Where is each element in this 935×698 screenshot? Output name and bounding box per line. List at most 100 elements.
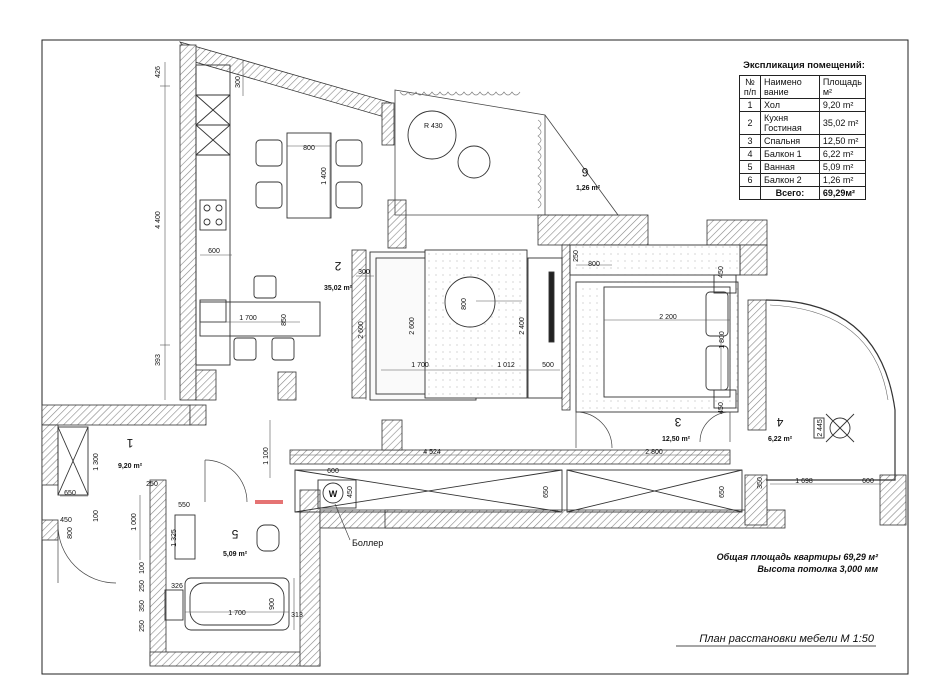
- heater-mark: [255, 500, 283, 504]
- room-4-number: 4: [776, 415, 783, 429]
- legend-name: Хол: [760, 98, 820, 112]
- room-5-number: 5: [231, 527, 238, 541]
- boiler-mark: W: [329, 489, 338, 499]
- dim-100b: 100: [139, 562, 146, 574]
- sheet-title: План расстановки мебели М 1:50: [699, 633, 875, 645]
- balcony-4-outline: [765, 299, 896, 481]
- boiler-leader: [334, 503, 351, 541]
- bath-sink: [174, 514, 196, 560]
- dimension-lines: [60, 60, 880, 630]
- dim-1800: 1 800: [719, 331, 726, 349]
- legend-total-spacer: [739, 186, 761, 200]
- legend-header-num: № п/п: [739, 75, 761, 99]
- legend-name: Балкон 1: [760, 147, 820, 161]
- room-3-number: 3: [674, 415, 681, 429]
- dim-450c: 450: [347, 486, 354, 498]
- legend-area: 5,09 m²: [818, 160, 867, 174]
- room-labels: 2 35,02 m² 3 12,50 m² 4 6,22 m² 6 1,26 m…: [118, 123, 793, 558]
- table-row: 2 Кухня Гостиная 35,02 m²: [739, 111, 867, 135]
- legend-total-label: Всего:: [760, 186, 820, 200]
- bar-counter: [199, 301, 321, 337]
- dining-chair: [255, 181, 283, 209]
- room-6-area: 1,26 m²: [576, 185, 601, 192]
- room-6-number: 6: [581, 165, 588, 179]
- curtain-balcony: [537, 119, 542, 209]
- bar-stool: [271, 337, 295, 361]
- radius-label: R 430: [424, 123, 443, 130]
- dim-650b: 650: [719, 486, 726, 498]
- legend-total-row: Всего: 69,29м²: [739, 186, 867, 200]
- room-5-area: 5,09 m²: [223, 551, 248, 558]
- dim-800d: 800: [67, 527, 74, 539]
- legend-name: Балкон 2: [760, 173, 820, 187]
- dim-800b: 800: [461, 298, 468, 310]
- legend-caption: Экспликация помещений:: [743, 60, 865, 71]
- kitchen-cabinets: [195, 64, 231, 366]
- dim-600a: 600: [208, 248, 220, 255]
- dim-4524: 4 524: [423, 449, 441, 456]
- bathtub: [184, 577, 290, 631]
- balcony-4-rail: [769, 304, 889, 401]
- dim-650c: 650: [64, 490, 76, 497]
- dim-100a: 100: [93, 510, 100, 522]
- dim-600c: 600: [862, 478, 874, 485]
- dim-300b: 300: [358, 269, 370, 276]
- dining-chair: [335, 181, 363, 209]
- dim-800c: 800: [588, 261, 600, 268]
- toilet: [256, 524, 280, 552]
- balcony-6-outline: [394, 89, 619, 216]
- dim-326: 326: [171, 583, 183, 590]
- dim-550: 550: [178, 502, 190, 509]
- dim-350: 350: [757, 477, 764, 489]
- dim-313: 313: [291, 612, 303, 619]
- tv: [548, 271, 555, 343]
- hall-wardrobe: [57, 426, 89, 496]
- dim-2800: 2 800: [645, 449, 663, 456]
- bar-stool: [253, 275, 277, 299]
- boiler-symbol: [322, 482, 344, 504]
- dim-393: 393: [155, 354, 162, 366]
- bed: [603, 286, 731, 398]
- dim-1700a: 1 700: [239, 315, 257, 322]
- room-4-area: 6,22 m²: [768, 436, 793, 443]
- dim-900: 900: [269, 598, 276, 610]
- rooms-legend: Экспликация помещений: № п/п Наимено ван…: [739, 60, 869, 200]
- dim-1300: 1 300: [93, 453, 100, 471]
- nightstand: [713, 389, 737, 409]
- nightstand: [713, 274, 737, 294]
- dim-250d: 250: [139, 620, 146, 632]
- dim-2600b: 2 600: [409, 317, 416, 335]
- curtain-living: [399, 91, 521, 96]
- legend-num: 6: [739, 173, 761, 187]
- legend-area: 12,50 m²: [818, 134, 867, 148]
- dim-1000: 1 000: [131, 513, 138, 531]
- dim-300a: 300: [235, 76, 242, 88]
- walls: [41, 41, 907, 667]
- room-1-number: 1: [126, 436, 133, 450]
- boiler-box: [317, 479, 357, 509]
- dim-500: 500: [542, 362, 554, 369]
- dim-850: 850: [281, 314, 288, 326]
- dim-250b: 250: [146, 481, 158, 488]
- sheet-frame: [41, 39, 909, 675]
- corridor-wardrobe: [294, 469, 563, 513]
- dining-chair: [255, 139, 283, 167]
- total-area-note: Общая площадь квартиры 69,29 м²: [717, 552, 879, 562]
- room-3-area: 12,50 m²: [662, 436, 691, 443]
- dim-650a: 650: [543, 486, 550, 498]
- room-2-area: 35,02 m²: [324, 285, 353, 292]
- dim-350b: 350: [139, 600, 146, 612]
- legend-area: 35,02 m²: [818, 111, 867, 135]
- dim-600b: 600: [327, 468, 339, 475]
- legend-name: Спальня: [760, 134, 820, 148]
- balcony-side-table: [813, 417, 825, 439]
- dim-450b: 450: [718, 402, 725, 414]
- round-table-small: [457, 145, 491, 179]
- legend-table: № п/п Наимено вание Площадь м² 1 Хол 9,2…: [739, 75, 867, 200]
- dim-250a: 250: [573, 250, 580, 262]
- legend-name: Ванная: [760, 160, 820, 174]
- dim-4400: 4 400: [155, 211, 162, 229]
- dim-1325: 1 325: [171, 529, 178, 547]
- dim-2600a: 2 600: [358, 321, 365, 339]
